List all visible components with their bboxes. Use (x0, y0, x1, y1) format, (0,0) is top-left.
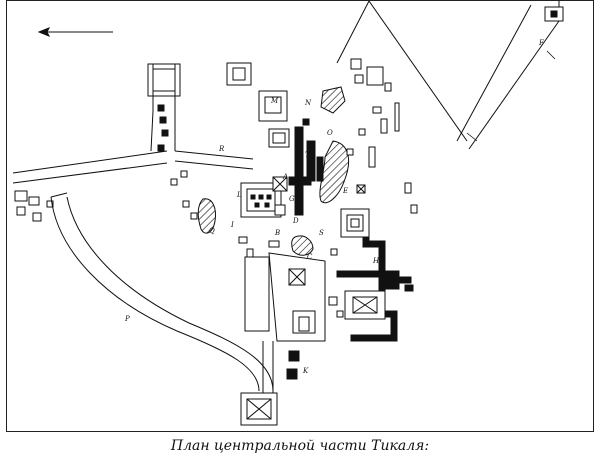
reservoirs (197, 86, 349, 256)
central-acropolis (240, 90, 290, 218)
label-K: K (302, 367, 309, 375)
site-labels: A B C D E F G H I K L M N O P Q R S T (124, 39, 545, 375)
label-C: C (307, 253, 313, 261)
label-P: P (124, 315, 130, 323)
south-temple (240, 369, 278, 426)
north-zone-temples (147, 62, 252, 152)
east-walls (336, 236, 414, 342)
label-A: A (282, 173, 288, 181)
label-I: I (230, 221, 234, 229)
label-E: E (342, 187, 348, 195)
southwest-causeway (50, 192, 274, 392)
label-G: G (289, 195, 295, 203)
label-Q: Q (209, 227, 215, 235)
map-caption: План центральной части Тикаля: (170, 438, 430, 454)
palace-walls (288, 118, 324, 216)
label-L: L (236, 191, 242, 199)
label-B: B (274, 229, 280, 237)
label-M: M (270, 97, 279, 105)
west-causeway (12, 150, 254, 222)
label-T: T (305, 151, 311, 159)
small-structures (170, 58, 418, 318)
label-N: N (304, 99, 312, 107)
north-arrow-icon (37, 27, 113, 37)
site-plan-map: A B C D E F G H I K L M N O P Q R S T (12, 1, 564, 426)
label-D: D (292, 217, 299, 225)
label-F: F (538, 39, 545, 47)
label-O: O (327, 129, 333, 137)
label-H: H (372, 257, 380, 265)
great-plaza (288, 184, 386, 320)
label-R: R (218, 145, 225, 153)
label-S: S (319, 229, 324, 237)
northeast-causeway (336, 1, 564, 150)
map-frame: A B C D E F G H I K L M N O P Q R S T (6, 0, 594, 432)
south-complex (244, 252, 326, 380)
